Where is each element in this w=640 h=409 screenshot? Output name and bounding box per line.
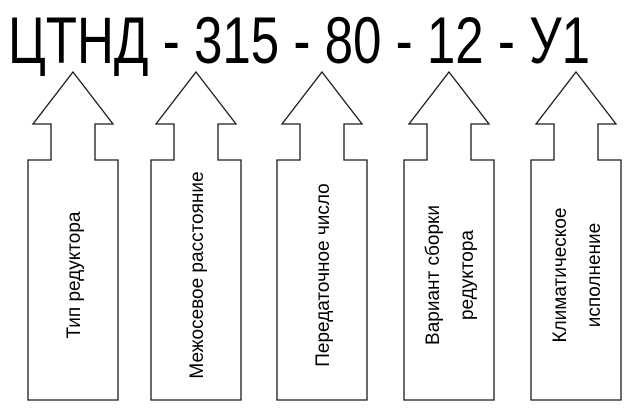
arrow-gear-ratio: Передаточное число (276, 70, 368, 401)
arrow-label: Межосевое расстояние (187, 171, 208, 378)
arrow-climatic-version: Климатическое исполнение (530, 70, 622, 401)
up-arrow-shape (530, 70, 622, 401)
up-arrow-shape (150, 70, 242, 401)
arrow-label: исполнение (584, 223, 605, 327)
arrow-type: Тип редуктора (27, 70, 119, 401)
arrow-label: редуктора (457, 230, 478, 320)
designation-title: ЦТНД - 315 - 80 - 12 - У1 (8, 3, 590, 77)
up-arrow-shape (403, 70, 495, 401)
arrow-label: Передаточное число (313, 183, 334, 367)
arrow-center-distance: Межосевое расстояние (150, 70, 242, 401)
up-arrow-shape (276, 70, 368, 401)
up-arrow-shape (27, 70, 119, 401)
arrow-label: Климатическое (550, 208, 571, 343)
arrow-label: Вариант сборки (423, 205, 444, 345)
arrow-assembly-variant: Вариант сборки редуктора (403, 70, 495, 401)
arrow-label: Тип редуктора (64, 211, 85, 338)
